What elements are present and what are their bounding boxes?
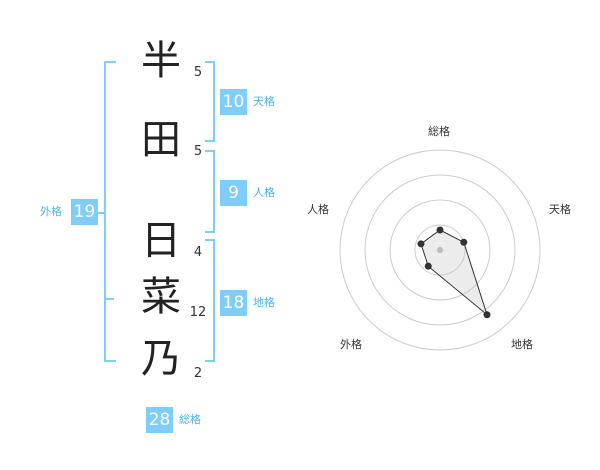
soukaku-label: 総格 [179,413,201,426]
soukaku-value: 28 [146,407,173,433]
radar-ring-3 [364,174,516,326]
radar-axis-label-jinkaku: 人格 [307,203,329,216]
tenkaku-value: 10 [220,89,247,115]
stroke-count-3: 4 [193,245,203,260]
name-char-4: 菜 [141,274,181,320]
radar-axis-label-soukaku: 総格 [428,125,450,138]
radar-ring-2 [389,199,491,301]
stroke-count-1: 5 [193,65,203,80]
stroke-count-2: 5 [193,144,203,159]
jinkaku-bracket [205,150,215,233]
name-char-5: 乃 [141,336,181,382]
gaikaku-bracket [104,61,116,362]
tenkaku-bracket [205,61,215,142]
radar-point-1 [436,226,444,234]
chikaku-value: 18 [220,290,247,316]
gaikaku-bracket-connector [98,212,105,214]
stroke-count-4: 12 [189,305,207,320]
radar-axis-label-tenkaku: 天格 [549,203,571,216]
radar-point-5 [417,240,425,248]
jinkaku-label: 人格 [253,186,275,199]
radar-ring-1 [414,224,466,276]
gaikaku-value: 19 [71,199,98,225]
radar-point-3 [483,311,491,319]
radar-center [437,247,443,253]
gaikaku-bracket-tick [104,298,114,300]
radar-polygon [420,229,488,317]
chikaku-label: 地格 [253,296,275,309]
name-char-1: 半 [141,38,181,84]
radar-ring-4 [339,149,541,351]
chikaku-bracket [205,239,215,362]
name-char-2: 田 [141,117,181,163]
radar-axis-label-chikaku: 地格 [511,338,533,351]
gaikaku-label: 外格 [40,205,62,218]
radar-point-4 [424,262,432,270]
jinkaku-value: 9 [220,180,247,206]
radar-axis-label-gaikaku: 外格 [340,338,362,351]
tenkaku-label: 天格 [253,95,275,108]
name-char-3: 日 [141,218,181,264]
radar-point-2 [460,238,468,246]
stroke-count-5: 2 [193,366,203,381]
radar-chart [339,149,541,351]
